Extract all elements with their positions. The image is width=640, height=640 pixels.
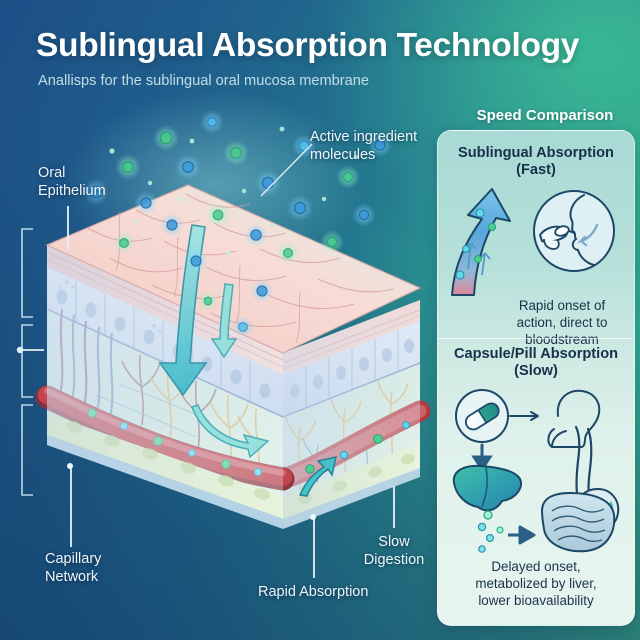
slow-section-caption: Delayed onset, metabolized by liver, low… (475, 559, 597, 608)
slow-section-heading: Capsule/Pill Absorption (Slow) (453, 346, 619, 380)
fast-section-caption: Rapid onset of action, direct to bloodst… (516, 298, 608, 347)
mouth-sublingual-tablet-icon (533, 190, 615, 272)
leader-line-capillary-network (70, 467, 72, 547)
liver-icon (452, 464, 522, 512)
label-capillary-network: Capillary Network (45, 551, 102, 585)
leader-line-active-ingredient (260, 143, 313, 197)
page-title: Sublingual Absorption Technology (36, 27, 580, 64)
metabolite-molecules (477, 510, 504, 553)
fast-section-heading: Sublingual Absorption (Fast) (458, 145, 614, 179)
panel-section-divider (437, 338, 633, 339)
page-subtitle: Anallisps for the sublingual oral mucosa… (38, 73, 369, 89)
label-active-ingredient-molecules: Active ingredient molecules (310, 129, 418, 163)
label-slow-digestion: Slow Digestion (363, 534, 425, 568)
label-rapid-absorption: Rapid Absorption (258, 584, 369, 600)
leader-line-rapid-absorption (313, 518, 315, 578)
speed-comparison-panel: Sublingual Absorption (Fast) (437, 130, 635, 626)
depth-tick-marker (16, 346, 44, 354)
intestines-icon (540, 491, 616, 553)
molecule-cloud (83, 110, 392, 338)
head-esophagus-icon (547, 389, 601, 503)
tissue-right-face (272, 300, 431, 529)
leader-line-oral-epithelium (67, 206, 69, 250)
label-oral-epithelium: Oral Epithelium (38, 165, 106, 199)
slow-absorption-illustration (452, 389, 620, 553)
leader-dot-rapid-absorption (310, 514, 316, 520)
tissue-block-illustration (16, 90, 431, 529)
capsule-icon (455, 389, 509, 443)
leader-dot-capillary-network (67, 463, 73, 469)
layer-depth-brackets (21, 228, 33, 496)
leader-line-slow-digestion (393, 486, 395, 528)
tissue-front-face (35, 245, 410, 529)
fast-absorption-illustration (451, 188, 615, 296)
speed-comparison-title: Speed Comparison (476, 107, 614, 124)
